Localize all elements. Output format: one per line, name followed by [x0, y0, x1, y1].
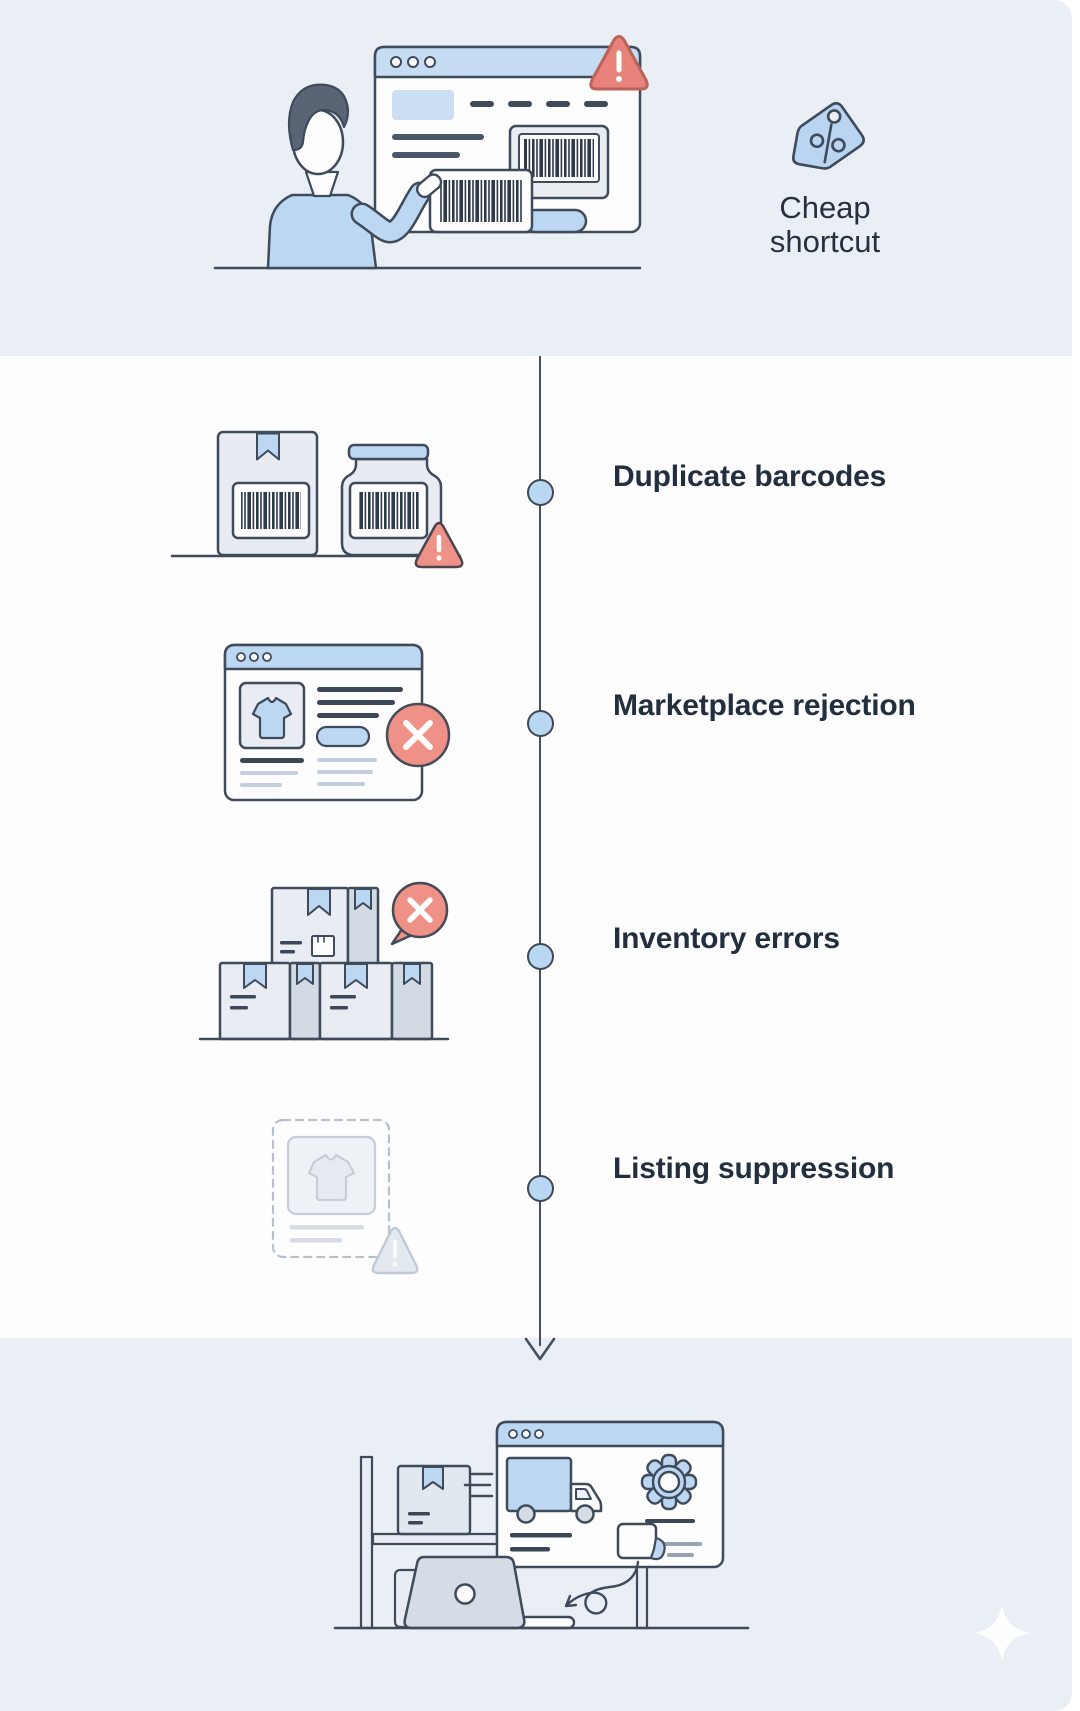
- dashed-placeholder-box: [271, 1118, 391, 1259]
- timeline-dot-4: [526, 1174, 554, 1202]
- arrow-down-icon: [524, 1337, 556, 1361]
- warning-triangle-icon: [589, 35, 649, 91]
- timeline-label-listing-suppression: Listing suppression: [613, 1152, 895, 1185]
- error-speech-bubble-icon: [390, 881, 449, 946]
- stacked-boxes-error-illustration: [198, 881, 450, 1041]
- middle-section-background: [0, 356, 1072, 1338]
- suppressed-listing-illustration: [271, 1118, 419, 1275]
- timeline-label-marketplace-rejection: Marketplace rejection: [613, 689, 916, 722]
- faded-product-card-icon: [286, 1135, 377, 1216]
- dashboard-browser-icon: [463, 1420, 725, 1569]
- bottom-boxes-icon: [218, 961, 434, 1041]
- barcode-card-left-icon: [428, 168, 534, 234]
- top-box-icon: [270, 886, 380, 966]
- timeline-dot-3: [526, 942, 554, 970]
- jar-with-barcode-icon: [340, 443, 443, 557]
- person-with-barcode-browser-illustration: [213, 35, 649, 270]
- reject-x-circle-icon: [385, 702, 451, 768]
- tshirt-icon: [251, 696, 293, 740]
- warning-triangle-small-icon: [414, 521, 464, 569]
- box-with-barcode-icon: [216, 430, 319, 557]
- rejected-product-listing-illustration: [223, 643, 451, 802]
- cheap-shortcut-label: Cheap shortcut: [769, 190, 881, 259]
- buy-button-pill: [315, 725, 371, 748]
- faded-warning-triangle-icon: [371, 1226, 419, 1275]
- monitor-stand: [635, 1563, 649, 1630]
- timeline-dot-1: [526, 478, 554, 506]
- person-illustration: [266, 83, 443, 270]
- faded-text-line: [290, 1225, 364, 1230]
- pointing-hand: [415, 173, 443, 199]
- delivery-truck-icon: [505, 1456, 603, 1524]
- barcode-card-right-icon: [508, 124, 610, 200]
- relist-tag-icon: [616, 1522, 666, 1561]
- timeline-line: [538, 356, 542, 1346]
- timeline-label-inventory-errors: Inventory errors: [613, 922, 840, 955]
- discount-tag-icon: [791, 102, 865, 170]
- faded-text-line: [290, 1238, 342, 1243]
- restart-arrow-icon: [564, 1560, 640, 1615]
- sparkle-icon: [974, 1605, 1030, 1661]
- button-pill: [522, 208, 588, 234]
- shelf-icon: [359, 1455, 499, 1630]
- box-and-jar-duplicate-barcodes-illustration: [170, 430, 464, 569]
- seller-desk-relisting-illustration: [333, 1420, 750, 1630]
- gear-icon: [640, 1453, 698, 1511]
- timeline-dot-2: [526, 709, 554, 737]
- listing-browser-window-icon: [223, 643, 424, 802]
- timeline-label-duplicate-barcodes: Duplicate barcodes: [613, 460, 887, 493]
